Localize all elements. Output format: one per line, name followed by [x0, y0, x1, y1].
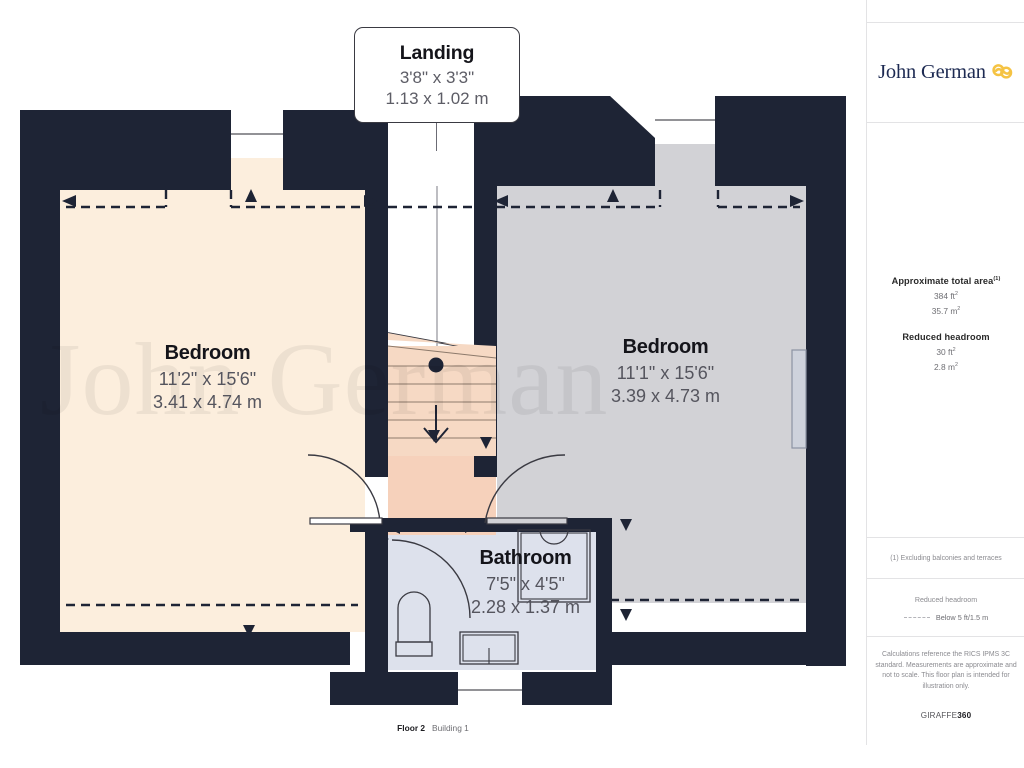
reduced-headroom-block: Reduced headroom 30 ft2 2.8 m2: [867, 332, 1024, 372]
fixture-toilet: [395, 591, 433, 657]
fixture-shower: [517, 529, 591, 603]
window-right-recess: [791, 349, 807, 449]
wall-jamb-left: [365, 455, 388, 477]
wall-right-outer: [806, 96, 846, 666]
headroom-legend: Reduced headroom Below 5 ft/1.5 m: [867, 596, 1024, 622]
room-label-bathroom: Bathroom 7'5" x 4'5" 2.28 x 1.37 m: [433, 547, 618, 618]
room-label-bedroom-right: Bedroom 11'1" x 15'6" 3.39 x 4.73 m: [568, 336, 763, 407]
door-bathroom[interactable]: [391, 539, 471, 619]
divider: [867, 22, 1024, 23]
wall-top-left: [20, 110, 231, 190]
total-area-ft: 384 ft2: [934, 291, 958, 302]
provider-suffix: 360: [957, 711, 972, 720]
floor-plan-canvas: John German: [0, 27, 866, 733]
landing-dim-imperial: 3'8" x 3'3": [399, 67, 475, 87]
window-top-right: [655, 96, 715, 144]
total-area-block: Approximate total area(1) 384 ft2 35.7 m…: [867, 276, 1024, 316]
room-dim-imperial: 11'2" x 15'6": [158, 369, 257, 389]
footer-building: Building 1: [432, 723, 469, 733]
wall-left-outer: [20, 110, 60, 665]
landing-callout: Landing 3'8" x 3'3" 1.13 x 1.02 m: [354, 27, 520, 123]
room-dim-metric: 3.41 x 4.74 m: [152, 392, 263, 412]
footer-floor: Floor 2: [397, 723, 426, 733]
footnote-marker: (1): [993, 276, 1001, 282]
floor-plan-drawing: [20, 96, 846, 708]
wall-bathroom-left: [365, 530, 388, 675]
plan-footer: Floor 2 Building 1: [0, 723, 866, 733]
headroom-dashed-lines: [66, 205, 800, 607]
staircase: [387, 186, 497, 456]
window-top-left: [231, 110, 283, 158]
wall-bottom-left: [20, 632, 350, 665]
wall-bottom-bathroom-2: [522, 672, 612, 705]
area-footnote: (1) Excluding balconies and terraces: [890, 555, 1002, 562]
provider-credit: GIRAFFE360: [867, 711, 1024, 720]
reduced-headroom-ft: 30 ft2: [936, 347, 956, 357]
door-bedroom-left[interactable]: [307, 454, 383, 525]
room-dim-imperial: 7'5" x 4'5": [486, 574, 565, 594]
divider: [867, 578, 1024, 579]
disclaimer-text: Calculations reference the RICS IPMS 3C …: [875, 651, 1017, 691]
wall-jamb-right: [474, 455, 497, 477]
brand-logo: John German: [867, 22, 1024, 122]
wall-top-right-chamfer: [497, 96, 655, 186]
room-dim-imperial: 11'1" x 15'6": [616, 363, 715, 383]
room-dim-metric: 3.39 x 4.73 m: [610, 386, 721, 406]
wall-bottom-bathroom: [330, 672, 458, 705]
callout-leader-line: [436, 123, 438, 151]
divider: [867, 122, 1024, 123]
room-label-bedroom-left: Bedroom 11'2" x 15'6" 3.41 x 4.74 m: [110, 342, 305, 413]
headroom-legend-label: Below 5 ft/1.5 m: [935, 613, 989, 622]
fixture-basin: [459, 631, 519, 665]
room-name: Bathroom: [479, 547, 572, 569]
divider: [867, 537, 1024, 538]
reduced-headroom-m: 2.8 m2: [934, 362, 958, 372]
wall-bathroom-right: [596, 518, 612, 675]
room-dim-metric: 2.28 x 1.37 m: [470, 597, 581, 617]
room-fill-bedroom-right: [497, 96, 806, 603]
headroom-legend-title: Reduced headroom: [914, 596, 978, 604]
reduced-headroom-heading: Reduced headroom: [902, 332, 990, 342]
john-german-knot-logo-icon: [992, 64, 1013, 79]
provider-prefix: GIRAFFE: [920, 711, 958, 720]
wall-top-left-2: [283, 110, 388, 190]
landing-dim-metric: 1.13 x 1.02 m: [385, 88, 489, 108]
wall-bottom-right: [600, 632, 846, 665]
room-fill-bedroom-left: [60, 138, 365, 632]
room-fill-right-alcove: [655, 138, 715, 188]
room-fill-bathroom: [388, 530, 600, 670]
headroom-dashed-verticals: [164, 190, 720, 207]
total-area-m: 35.7 m2: [931, 306, 961, 317]
door-bedroom-right[interactable]: [484, 454, 568, 525]
divider: [867, 636, 1024, 637]
window-bottom-bathroom: [458, 672, 522, 708]
brand-name: John German: [878, 60, 986, 83]
info-sidebar: John German Approximate total area(1) 38…: [866, 0, 1024, 745]
room-name: Bedroom: [622, 336, 709, 358]
room-name: Bedroom: [164, 342, 251, 364]
total-area-heading: Approximate total area(1): [891, 276, 1001, 287]
dashed-line-swatch: [903, 617, 930, 618]
wall-stair-left: [365, 186, 388, 476]
dimension-arrows: [62, 189, 804, 637]
landing-name: Landing: [399, 41, 475, 64]
